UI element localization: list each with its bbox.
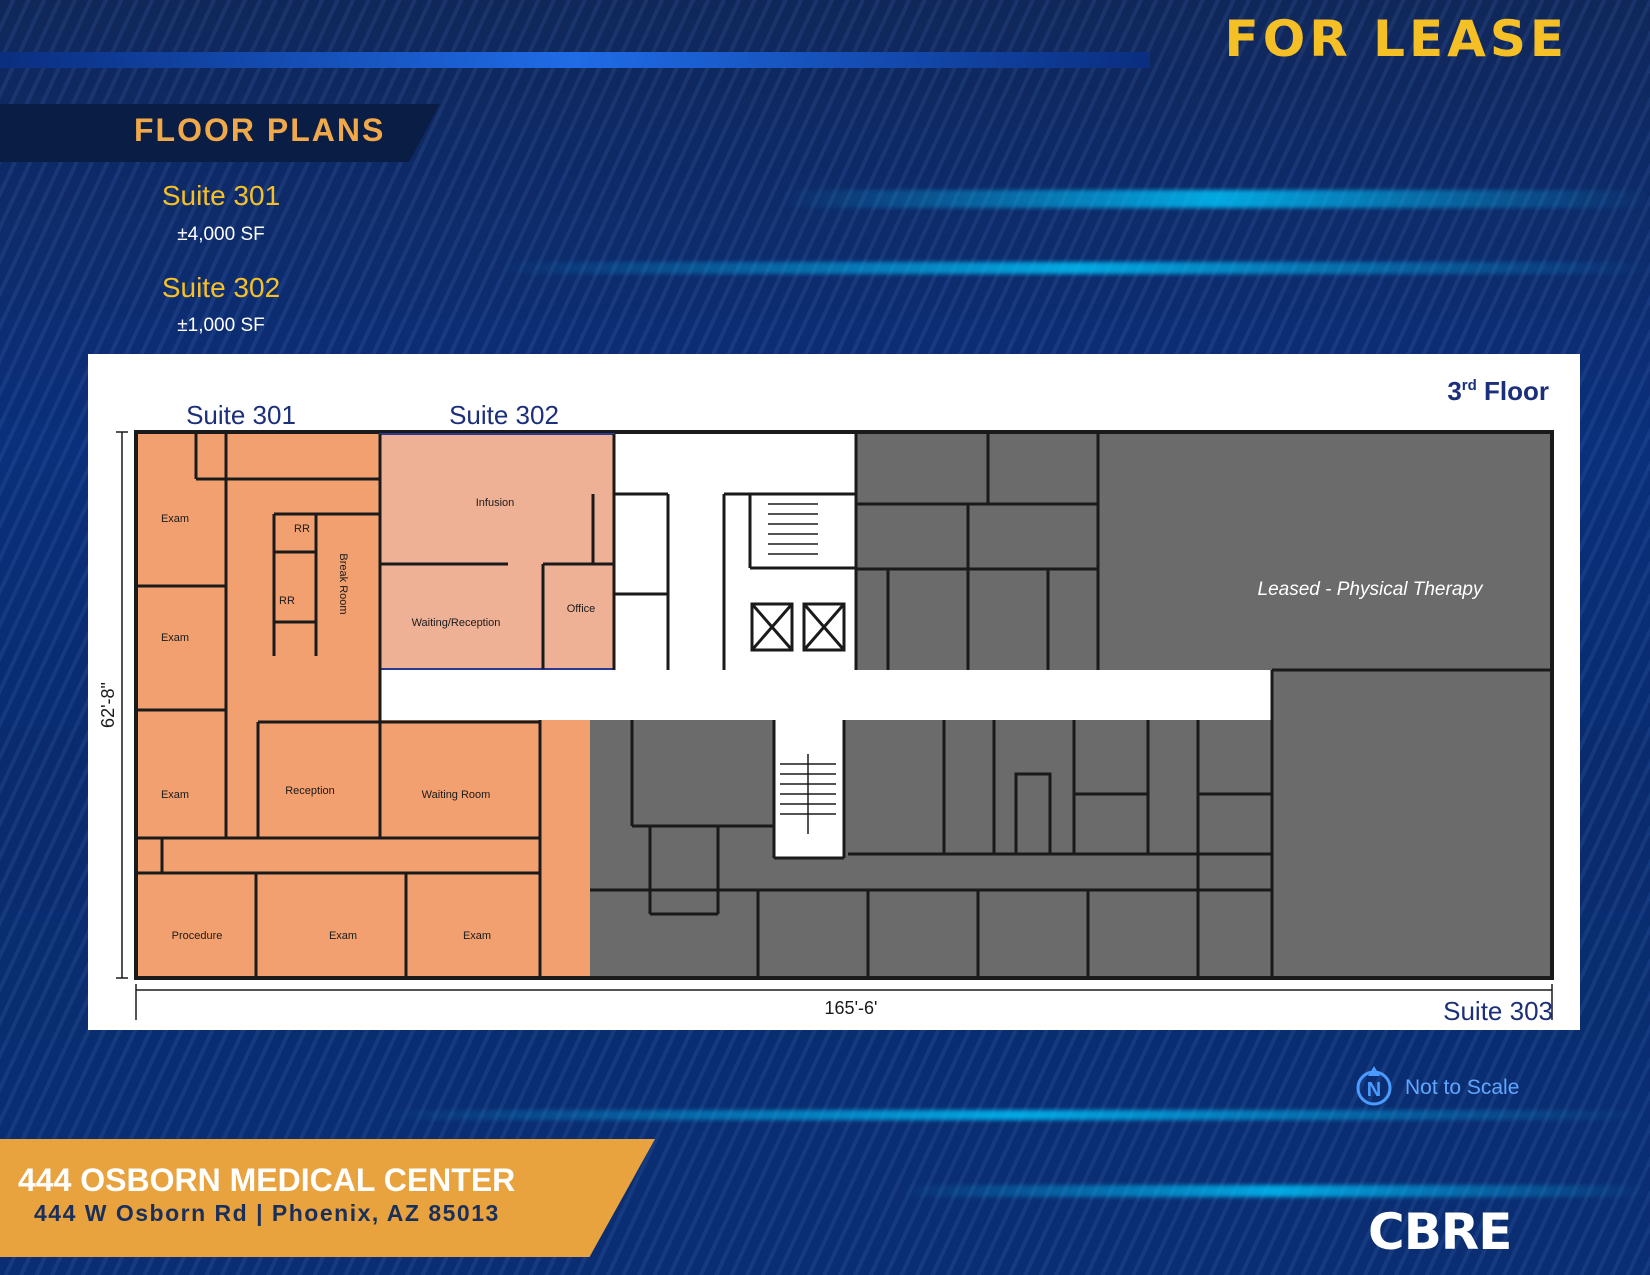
room-reception: Reception (285, 785, 335, 797)
core-walls (612, 434, 858, 860)
section-title-bar (0, 104, 440, 162)
room-break-room: Break Room (337, 553, 349, 614)
room-exam: Exam (161, 632, 189, 644)
floor-plan: 3rd Floor Suite 301 Suite 302 Suite 303 … (88, 354, 1580, 1030)
suite-301-walls (138, 434, 542, 976)
leased-label: Leased - Physical Therapy (1258, 579, 1484, 600)
suite-301-name: Suite 301 (161, 180, 281, 211)
suite-302-plan-label: Suite 302 (449, 400, 559, 430)
room-office: Office (567, 603, 596, 615)
footer-box (0, 1139, 655, 1257)
floor-label: 3rd Floor (1447, 376, 1549, 406)
room-labels: Exam Exam Exam RR RR Break Room Receptio… (161, 497, 595, 942)
stairs (768, 503, 836, 834)
dimension-lines (116, 431, 1553, 1020)
floor-plan-drawing: 3rd Floor Suite 301 Suite 302 Suite 303 … (98, 376, 1554, 1026)
building-address: 444 W Osborn Rd | Phoenix, AZ 85013 (34, 1200, 500, 1226)
suite-302-walls (380, 494, 614, 669)
window-ticks (136, 431, 1552, 979)
cbre-logo: CBRE (1368, 1203, 1512, 1261)
room-restroom: RR (294, 523, 310, 535)
room-exam: Exam (161, 789, 189, 801)
room-exam: Exam (161, 513, 189, 525)
suite-301-area (138, 434, 590, 976)
suite-303-plan-label: Suite 303 (1443, 996, 1553, 1026)
suite-302-size: ±1,000 SF (177, 315, 265, 336)
room-procedure: Procedure (172, 930, 223, 942)
width-dimension: 165'-6' (825, 998, 878, 1018)
room-exam: Exam (329, 930, 357, 942)
for-lease-title: FOR LEASE (1224, 10, 1568, 68)
svg-text:N: N (1367, 1079, 1381, 1101)
light-streak (780, 190, 1650, 208)
scale-note: Not to Scale (1405, 1076, 1520, 1099)
room-restroom: RR (279, 595, 295, 607)
building-name: 444 OSBORN MEDICAL CENTER (18, 1162, 516, 1198)
header-accent-bar (0, 52, 1150, 68)
light-streak (900, 1185, 1650, 1197)
core-areas (380, 434, 1272, 858)
room-waiting-reception: Waiting/Reception (412, 617, 501, 629)
suite-301-plan-label: Suite 301 (186, 400, 296, 430)
leased-area (590, 434, 1550, 976)
height-dimension: 62'-8" (98, 682, 118, 728)
section-title: FLOOR PLANS (134, 112, 386, 148)
light-streak (500, 262, 1650, 274)
leased-walls (590, 434, 1552, 976)
suite-301-size: ±4,000 SF (177, 224, 265, 245)
suite-302-name: Suite 302 (161, 272, 281, 303)
suite-302-area (379, 433, 615, 670)
room-infusion: Infusion (476, 497, 515, 509)
light-streak (380, 1110, 1650, 1120)
room-exam: Exam (463, 930, 491, 942)
room-waiting-room: Waiting Room (422, 789, 491, 801)
north-arrow-icon: N (1356, 1066, 1392, 1106)
